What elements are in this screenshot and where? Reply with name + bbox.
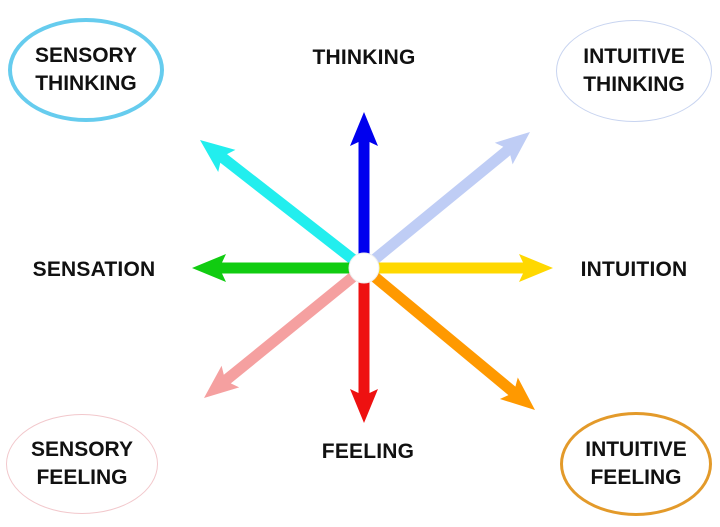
arrow-down-left xyxy=(204,268,362,398)
intuitive-thinking-oval: INTUITIVE THINKING xyxy=(556,20,712,122)
arrow-down xyxy=(350,276,378,423)
feeling-label: FEELING xyxy=(321,440,415,463)
arrow-up xyxy=(350,112,378,260)
sensory-feeling-line1: SENSORY xyxy=(31,438,133,461)
intuitive-thinking-line1: INTUITIVE xyxy=(583,45,685,68)
center-circle xyxy=(348,252,380,284)
arrow-up-left xyxy=(200,140,362,268)
intuitive-thinking-label: INTUITIVE THINKING xyxy=(583,43,685,99)
intuition-label: INTUITION xyxy=(580,258,688,281)
thinking-label: THINKING xyxy=(312,46,416,69)
intuitive-thinking-line2: THINKING xyxy=(583,73,685,96)
arrow-left xyxy=(192,254,356,282)
sensory-feeling-oval: SENSORY FEELING xyxy=(6,414,158,514)
sensory-feeling-line2: FEELING xyxy=(36,466,128,489)
sensory-feeling-label: SENSORY FEELING xyxy=(31,436,133,492)
sensory-thinking-line2: THINKING xyxy=(35,72,137,95)
arrow-up-right xyxy=(366,132,530,268)
intuitive-feeling-line2: FEELING xyxy=(590,466,682,489)
sensory-thinking-line1: SENSORY xyxy=(35,44,137,67)
sensory-thinking-oval: SENSORY THINKING xyxy=(8,18,164,122)
intuitive-feeling-label: INTUITIVE FEELING xyxy=(585,436,687,492)
sensory-thinking-label: SENSORY THINKING xyxy=(35,42,137,98)
intuitive-feeling-oval: INTUITIVE FEELING xyxy=(560,412,712,516)
arrow-right xyxy=(372,254,553,282)
intuitive-feeling-line1: INTUITIVE xyxy=(585,438,687,461)
sensation-label: SENSATION xyxy=(32,258,156,281)
arrow-down-right xyxy=(366,268,535,410)
